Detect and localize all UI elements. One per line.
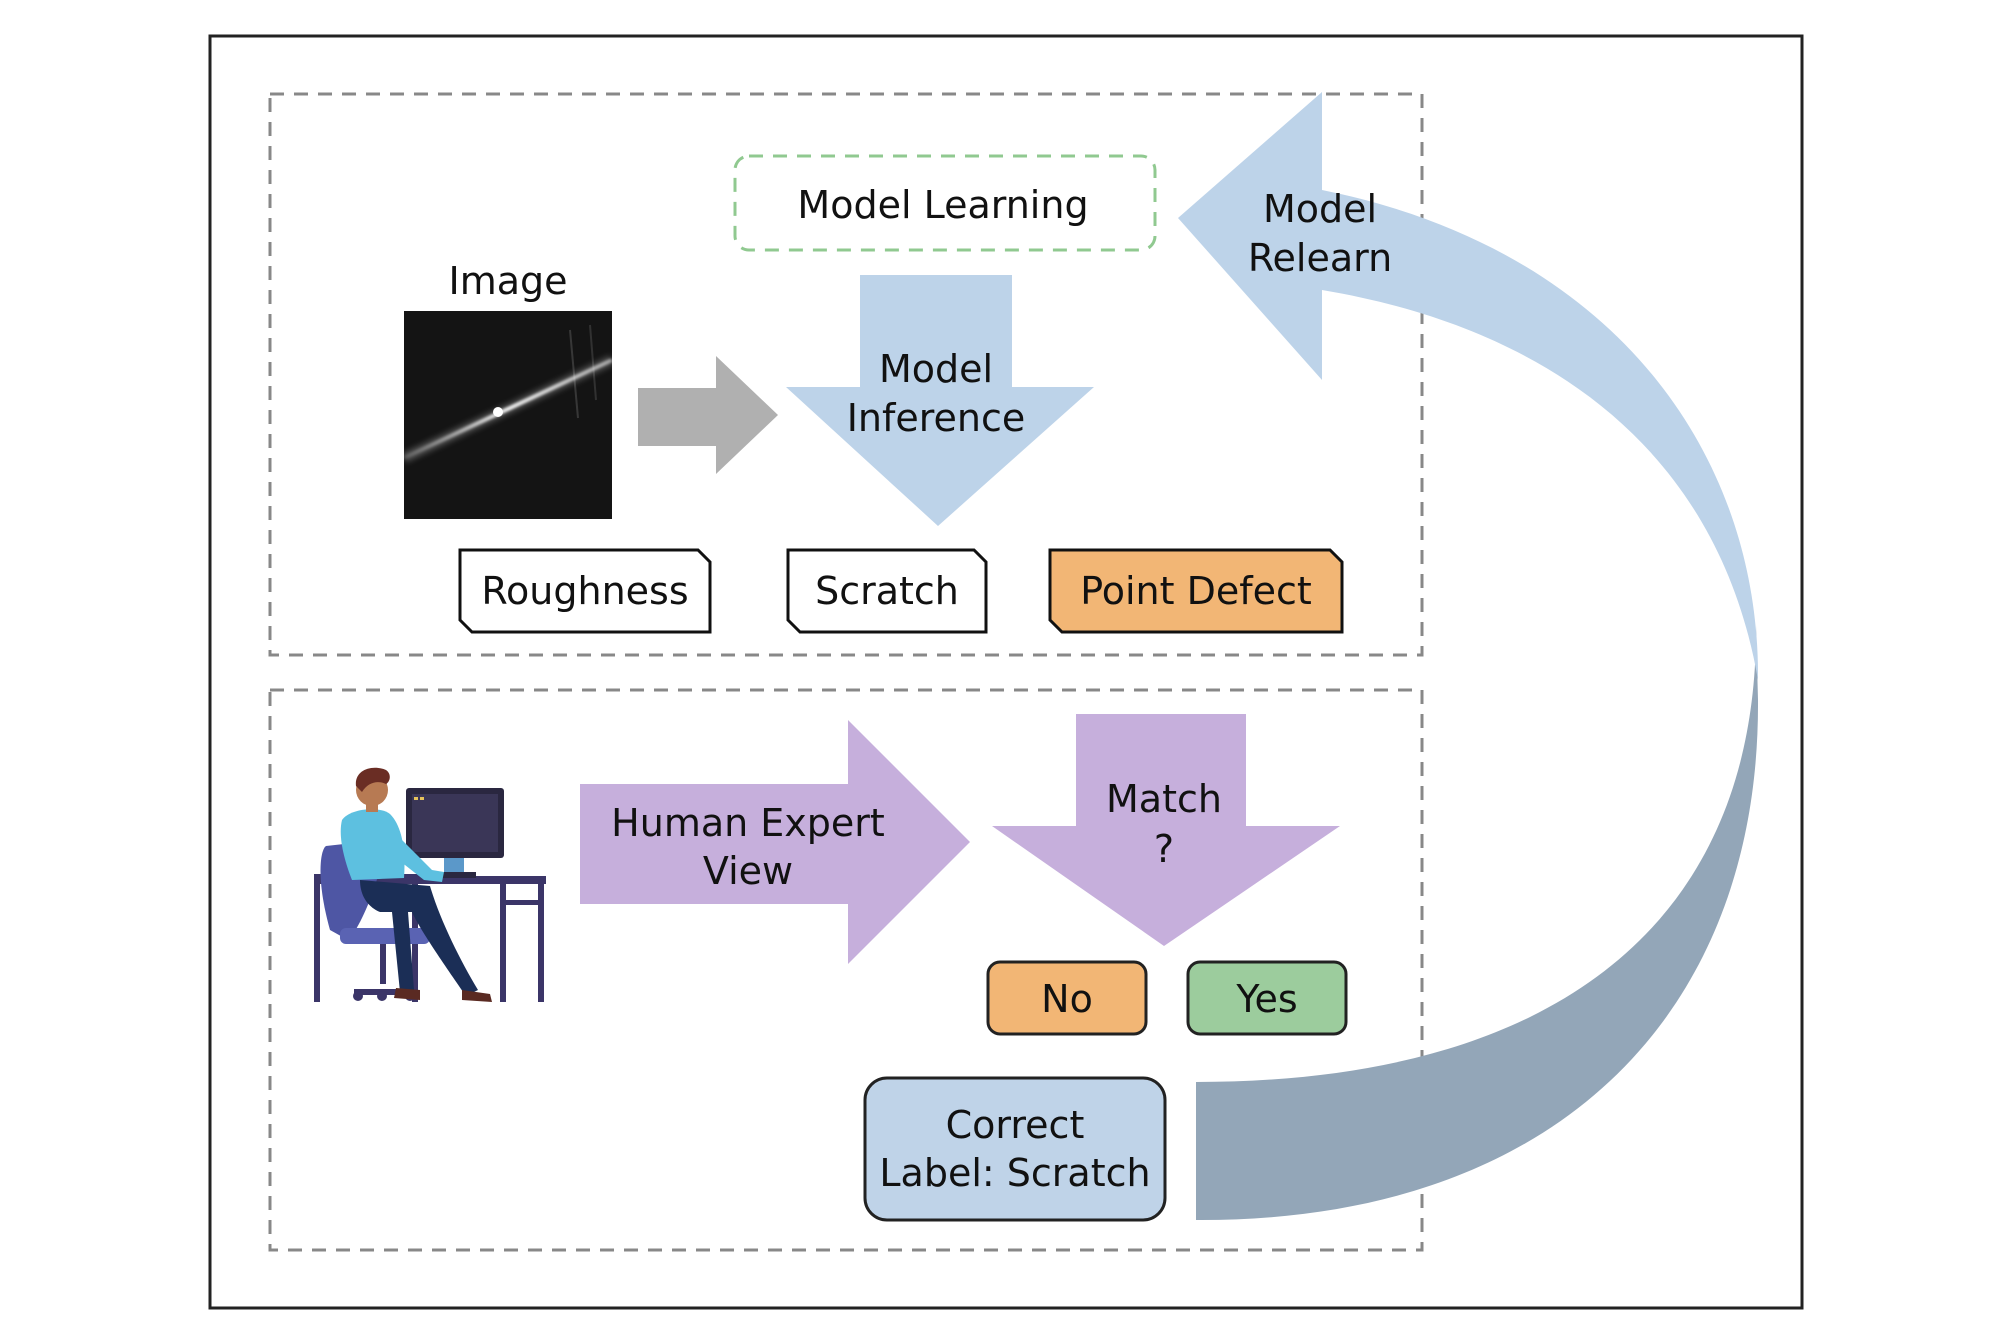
computer-user-icon xyxy=(314,767,546,1002)
match-arrow xyxy=(992,714,1340,946)
outer-frame xyxy=(208,34,1804,1310)
human-expert-view-label-line1: Human Expert xyxy=(611,801,885,845)
no-label: No xyxy=(1041,977,1093,1021)
correct-label-line1: Correct xyxy=(946,1103,1085,1147)
relearn-curve-lower xyxy=(1196,625,1759,1221)
class-tag-point-defect-label: Point Defect xyxy=(1080,569,1312,613)
defect-image xyxy=(401,311,615,519)
match-label-line2: ? xyxy=(1154,827,1174,871)
bottom-panel xyxy=(268,688,1424,1252)
yes-box xyxy=(1186,960,1348,1036)
class-tag-scratch-label: Scratch xyxy=(815,569,959,613)
no-box xyxy=(986,960,1148,1036)
model-learning-label: Model Learning xyxy=(797,183,1088,227)
match-label-line1: Match xyxy=(1106,777,1222,821)
yes-label: Yes xyxy=(1235,977,1297,1021)
class-tag-scratch xyxy=(786,548,988,634)
correct-label-box xyxy=(863,1076,1167,1222)
model-inference-arrow xyxy=(786,275,1094,526)
model-learning-box xyxy=(733,154,1157,252)
human-expert-view-label-line2: View xyxy=(703,849,793,893)
class-tag-roughness xyxy=(458,548,712,634)
correct-label-line2: Label: Scratch xyxy=(879,1151,1150,1195)
image-label: Image xyxy=(448,259,567,303)
model-relearn-label-line2: Relearn xyxy=(1248,236,1392,280)
human-expert-view-arrow xyxy=(580,720,970,964)
model-inference-label-line2: Inference xyxy=(847,396,1026,440)
class-tag-roughness-label: Roughness xyxy=(481,569,688,613)
model-inference-label-line1: Model xyxy=(879,347,993,391)
top-panel xyxy=(268,92,1424,657)
gray-arrow xyxy=(638,356,778,474)
relearn-curve-upper xyxy=(1178,92,1759,680)
class-tag-point-defect xyxy=(1048,548,1344,634)
model-relearn-label-line1: Model xyxy=(1263,187,1377,231)
